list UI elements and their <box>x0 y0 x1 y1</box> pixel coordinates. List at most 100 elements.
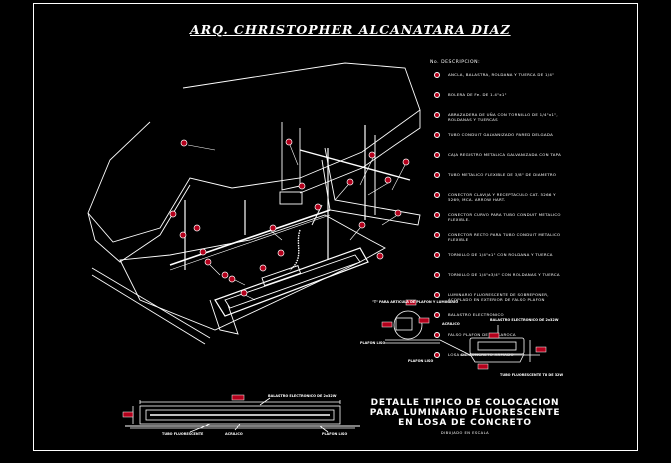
label-plafon-b: PLAFON LISO <box>408 359 433 363</box>
dimension-tag <box>418 317 430 324</box>
callout-marker <box>221 271 229 279</box>
label-ballast-a: BALASTRO ELECTRONICO DE 2x32W <box>490 318 559 322</box>
legend-item-text: CONECTOR CURVO PARA TUBO CONDUIT METALIC… <box>448 212 561 222</box>
luminaire-body <box>214 247 369 317</box>
slab-lower-face <box>87 184 191 263</box>
legend-item-text: LUMINARIO FLUORESCENTE DE SOBREPONER, AC… <box>448 292 549 302</box>
legend-marker-icon <box>434 132 440 138</box>
legend-item-text: CAJA REGISTRO METALICA GALVANIZADA CON T… <box>448 152 562 157</box>
callout-marker <box>240 289 248 297</box>
callout-marker <box>394 209 402 217</box>
label-tube-bottom: TUBO FLUORESCENTE <box>162 432 204 436</box>
detail-title-line3: EN LOSA DE CONCRETO <box>398 418 532 428</box>
dimension-tag <box>405 299 417 306</box>
dimension-tag <box>381 321 393 328</box>
legend-marker-icon <box>434 92 440 98</box>
legend-item-text: ABRAZADERA DE UÑA CON TORNILLO DE 1/4"x1… <box>448 112 558 122</box>
legend-item-text: BOLERA DE Fe. DE 1.4"x1" <box>448 92 507 97</box>
description-legend: No. DESCRIPCION: ANCLA, BALASTRA, ROLDAN… <box>424 60 574 372</box>
dimension-tag <box>122 411 134 418</box>
legend-item: CONECTOR RECTO PARA TUBO CONDUIT METALIC… <box>424 232 574 252</box>
concrete-slab-outline <box>87 62 421 243</box>
legend-marker-icon <box>434 152 440 158</box>
label-ballast-bottom: BALASTRO ELECTRONICO DE 2x32W <box>268 394 337 398</box>
legend-item: CAJA REGISTRO METALICA GALVANIZADA CON T… <box>424 152 574 172</box>
legend-heading: No. DESCRIPCION: <box>430 60 481 65</box>
dimension-tag <box>488 332 500 339</box>
label-acrylic-bottom: ACRILICO <box>225 432 243 436</box>
callout-marker <box>277 249 285 257</box>
callout-marker <box>314 203 322 211</box>
callout-marker <box>179 231 187 239</box>
dimension-tag <box>477 363 489 370</box>
callout-marker <box>169 210 177 218</box>
legend-item: ABRAZADERA DE UÑA CON TORNILLO DE 1/4"x1… <box>424 112 574 132</box>
detail-title-line1: DETALLE TIPICO DE COLOCACION <box>370 398 560 408</box>
label-plafon-a: PLAFON LISO <box>360 341 385 345</box>
callout-marker <box>259 264 267 272</box>
legend-item: TUBO METALICO FLEXIBLE DE 3/8" DE DIAMET… <box>424 172 574 192</box>
detail-title-subtitle: DIBUJADO EN ESCALA <box>440 431 490 435</box>
drawing-title: ARQ. CHRISTOPHER ALCANATARA DIAZ <box>190 22 511 37</box>
legend-marker-icon <box>434 112 440 118</box>
legend-list: ANCLA, BALASTRA, ROLDANA Y TUERCA DE 1/4… <box>424 72 574 372</box>
label-acrylic: ACRILICO <box>442 322 460 326</box>
callout-marker <box>193 224 201 232</box>
callout-marker <box>368 151 376 159</box>
legend-item: BOLERA DE Fe. DE 1.4"x1" <box>424 92 574 112</box>
legend-marker-icon <box>434 272 440 278</box>
legend-item: BALASTRO ELECTRONICO <box>424 312 574 332</box>
false-ceiling-plane <box>119 214 386 331</box>
label-plafon-bottom: PLAFON LISO <box>322 432 347 436</box>
callout-marker <box>228 275 236 283</box>
legend-marker-icon <box>434 332 440 338</box>
detail-magnifier <box>393 310 423 340</box>
legend-marker-icon <box>434 312 440 318</box>
detail-title-line2: PARA LUMINARIO FLUORESCENTE <box>369 408 561 418</box>
legend-item: FALSO PLAFON DE TABLAROCA <box>424 332 574 352</box>
label-tube-right: TUBO FLUORESCENTE T8 DE 32W <box>500 373 563 377</box>
callout-marker <box>376 252 384 260</box>
detail-title-block: DETALLE TIPICO DE COLOCACION PARA LUMINA… <box>360 398 570 435</box>
legend-item: TORNILLO DE 1/4"x1" CON ROLDANA Y TUERCA <box>424 252 574 272</box>
legend-item-text: LOSA DE CONCRETO ARMADO <box>448 352 514 357</box>
legend-item-text: ANCLA, BALASTRA, ROLDANA Y TUERCA DE 1/4… <box>448 72 555 77</box>
callout-marker <box>358 221 366 229</box>
callout-marker <box>402 158 410 166</box>
legend-marker-icon <box>434 232 440 238</box>
callout-marker <box>199 248 207 256</box>
legend-marker-icon <box>434 72 440 78</box>
callout-marker <box>346 178 354 186</box>
slab-edge-right <box>299 110 421 194</box>
legend-item-text: TUBO METALICO FLEXIBLE DE 3/8" DE DIAMET… <box>448 172 557 177</box>
legend-item-text: FALSO PLAFON DE TABLAROCA <box>448 332 516 337</box>
callout-marker <box>204 258 212 266</box>
legend-marker-icon <box>434 292 440 298</box>
legend-item: CONECTOR CURVO PARA TUBO CONDUIT METALIC… <box>424 212 574 232</box>
dimension-tag <box>231 394 245 401</box>
legend-item-text: TUBO CONDUIT GALVANIZADO PARED DELGADA <box>448 132 554 137</box>
callout-marker <box>269 224 277 232</box>
legend-item-text: TORNILLO DE 1/4"x1" CON ROLDANA Y TUERCA <box>448 252 553 257</box>
sheet-border <box>33 3 638 451</box>
legend-item: TUBO CONDUIT GALVANIZADO PARED DELGADA <box>424 132 574 152</box>
legend-marker-icon <box>434 252 440 258</box>
legend-item-text: CONECTOR CLAVIJA Y RECEPTACULO CAT. 5266… <box>448 192 556 202</box>
legend-item-text: TORNILLO DE 1/4"x3/4" CON ROLDANAS Y TUE… <box>448 272 560 277</box>
legend-item-text: BALASTRO ELECTRONICO <box>448 312 504 317</box>
label-fixture: "T" PARA ARTICULA DE PLAFON Y LUMINARIO <box>372 300 458 304</box>
dimension-tag <box>535 346 547 353</box>
legend-marker-icon <box>434 352 440 358</box>
callout-marker <box>285 138 293 146</box>
legend-marker-icon <box>434 212 440 218</box>
legend-item: ANCLA, BALASTRA, ROLDANA Y TUERCA DE 1/4… <box>424 72 574 92</box>
legend-item: LUMINARIO FLUORESCENTE DE SOBREPONER, AC… <box>424 292 574 312</box>
legend-item: TORNILLO DE 1/4"x3/4" CON ROLDANAS Y TUE… <box>424 272 574 292</box>
legend-item-text: CONECTOR RECTO PARA TUBO CONDUIT METALIC… <box>448 232 561 242</box>
legend-marker-icon <box>434 192 440 198</box>
legend-marker-icon <box>434 172 440 178</box>
